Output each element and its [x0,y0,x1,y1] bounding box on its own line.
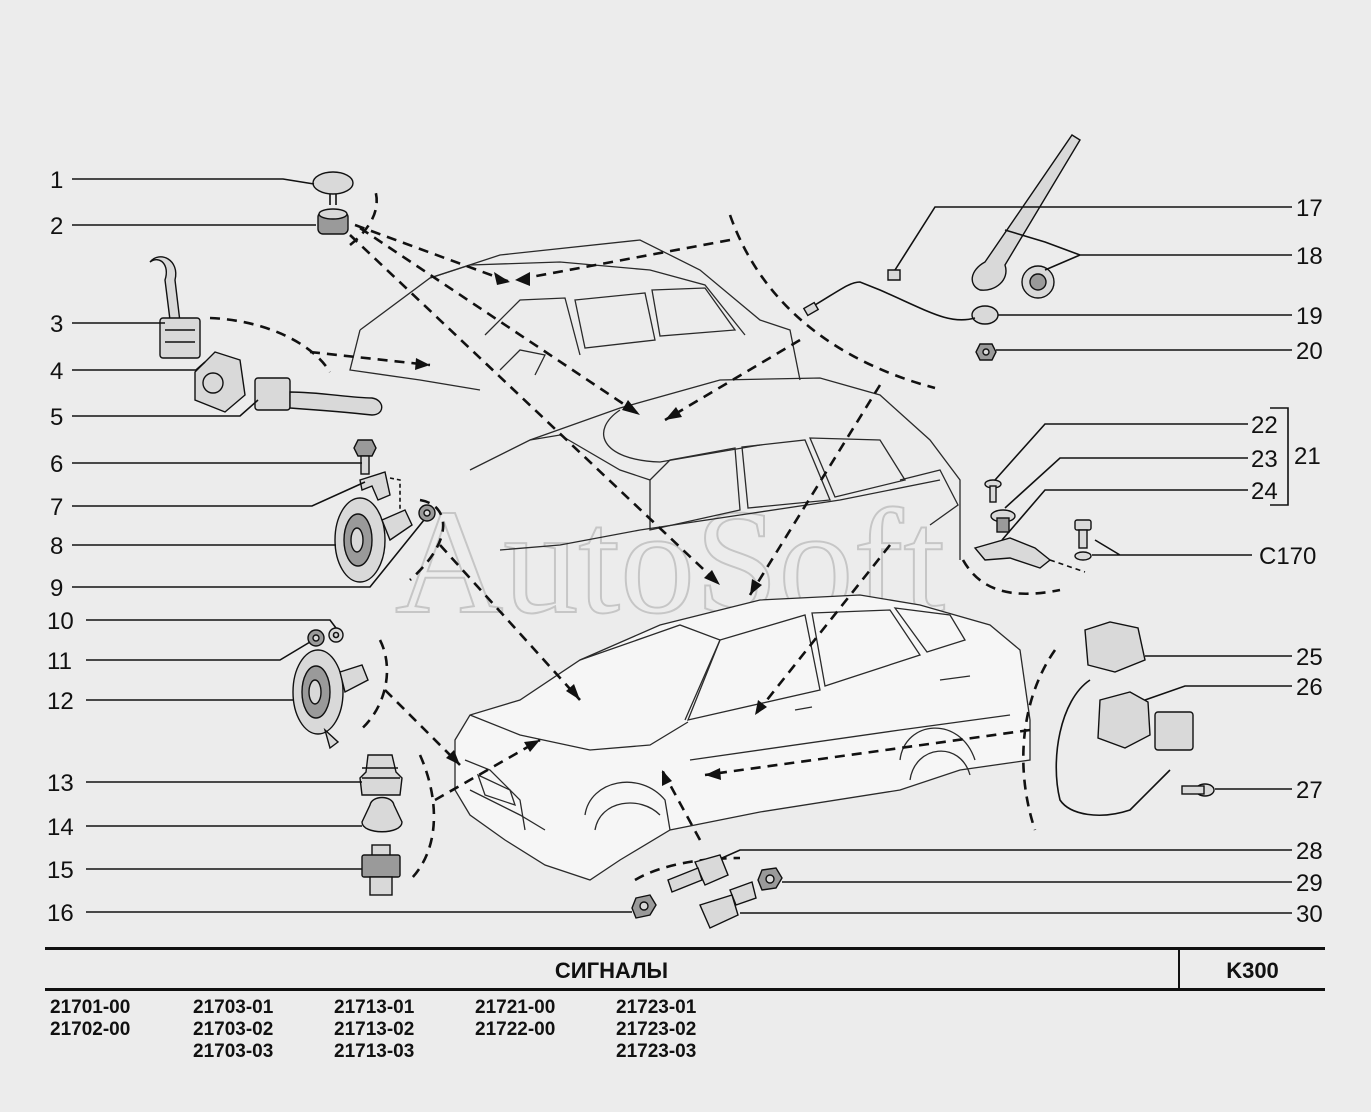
callout-14: 14 [47,814,74,841]
callout-29: 29 [1296,870,1323,897]
part-switch-15 [361,844,401,896]
part-sensor-28 [667,854,729,893]
callout-23: 23 [1251,446,1278,473]
callout-17: 17 [1296,195,1323,222]
callout-30: 30 [1296,901,1323,928]
model-code: 21713-02 [334,1019,415,1040]
title-divider [1178,950,1180,988]
model-column-4: 21721-00 21722-00 [475,997,555,1041]
model-code: 21701-00 [50,997,131,1018]
part-sensor-30 [699,881,757,929]
callout-26: 26 [1296,674,1323,701]
leader-lines [72,178,1292,914]
callout-10: 10 [47,608,74,635]
callout-22: 22 [1251,412,1278,439]
part-pin-23 [990,509,1016,533]
model-code: 21703-03 [193,1041,274,1062]
callout-1: 1 [50,167,63,194]
callout-6: 6 [50,451,63,478]
part-bolt-c170 [1074,519,1092,561]
model-code: 21723-01 [616,997,697,1018]
callout-11: 11 [47,648,72,675]
part-boot-14 [361,796,403,833]
part-antenna-mast [971,134,1081,291]
arrowheads [415,272,767,786]
callout-c170: C170 [1259,543,1316,570]
part-antenna-seal [1021,265,1055,299]
callout-24: 24 [1251,478,1278,505]
callout-4: 4 [50,358,63,385]
part-stalk-switch-right [254,377,383,416]
model-code: 21721-00 [475,997,556,1018]
part-screw-22 [984,479,1002,503]
title-bar: СИГНАЛЫ K300 [45,947,1325,991]
model-code: 21713-01 [334,997,415,1018]
callout-28: 28 [1296,838,1323,865]
model-code: 21703-02 [193,1019,274,1040]
callout-20: 20 [1296,338,1323,365]
part-nut-29 [757,867,783,891]
part-bracket-7 [359,471,401,510]
model-code: 21703-01 [193,997,274,1018]
callout-3: 3 [50,311,63,338]
reference-arrows [209,189,1061,882]
part-nut-9 [418,504,436,522]
parts-diagram: AutoSoft [47,134,1323,929]
model-code: 21723-03 [616,1041,697,1062]
callout-18: 18 [1296,243,1323,270]
callout-5: 5 [50,404,63,431]
callout-25: 25 [1296,644,1323,671]
car-hatchback [469,377,961,560]
part-cap [312,171,354,205]
part-nut-20 [975,343,997,361]
part-bracket-24 [973,537,1086,573]
model-code: 21713-03 [334,1041,415,1062]
page-code: K300 [1226,958,1279,983]
part-bolt-6 [353,439,377,475]
callout-16: 16 [47,900,74,927]
page-title: СИГНАЛЫ [554,958,669,983]
callout-2: 2 [50,213,63,240]
model-column-5: 21723-01 21723-02 21723-03 [616,997,696,1063]
part-screw-27 [1181,783,1215,797]
car-sedan [454,594,1031,881]
callout-21: 21 [1294,443,1321,470]
model-column-2: 21703-01 21703-02 21703-03 [193,997,273,1063]
callout-15: 15 [47,857,74,884]
part-switch-13 [359,754,403,796]
callout-19: 19 [1296,303,1323,330]
part-nut-11 [307,629,325,647]
model-code: 21722-00 [475,1019,556,1040]
part-clip-17 [887,269,901,281]
model-code: 21702-00 [50,1019,131,1040]
model-column-1: 21701-00 21702-00 [50,997,130,1041]
part-sensor-26 [1097,691,1194,751]
model-column-3: 21713-01 21713-02 21713-03 [334,997,414,1063]
part-stalk-switch-left [149,256,201,359]
model-code: 21723-02 [616,1019,697,1040]
part-horn-12 [292,649,369,750]
part-sensor-25 [1055,621,1171,816]
callout-8: 8 [50,533,63,560]
part-nut-16 [631,894,657,919]
callout-12: 12 [47,688,74,715]
car-wagon [349,239,801,391]
part-switch-housing [194,351,246,413]
part-bushing [317,208,349,235]
callout-27: 27 [1296,777,1323,804]
callout-13: 13 [47,770,74,797]
part-horn-8 [334,497,413,583]
callout-9: 9 [50,575,63,602]
callout-7: 7 [50,494,63,521]
part-washer-10 [328,627,344,643]
part-antenna-base [802,281,999,325]
